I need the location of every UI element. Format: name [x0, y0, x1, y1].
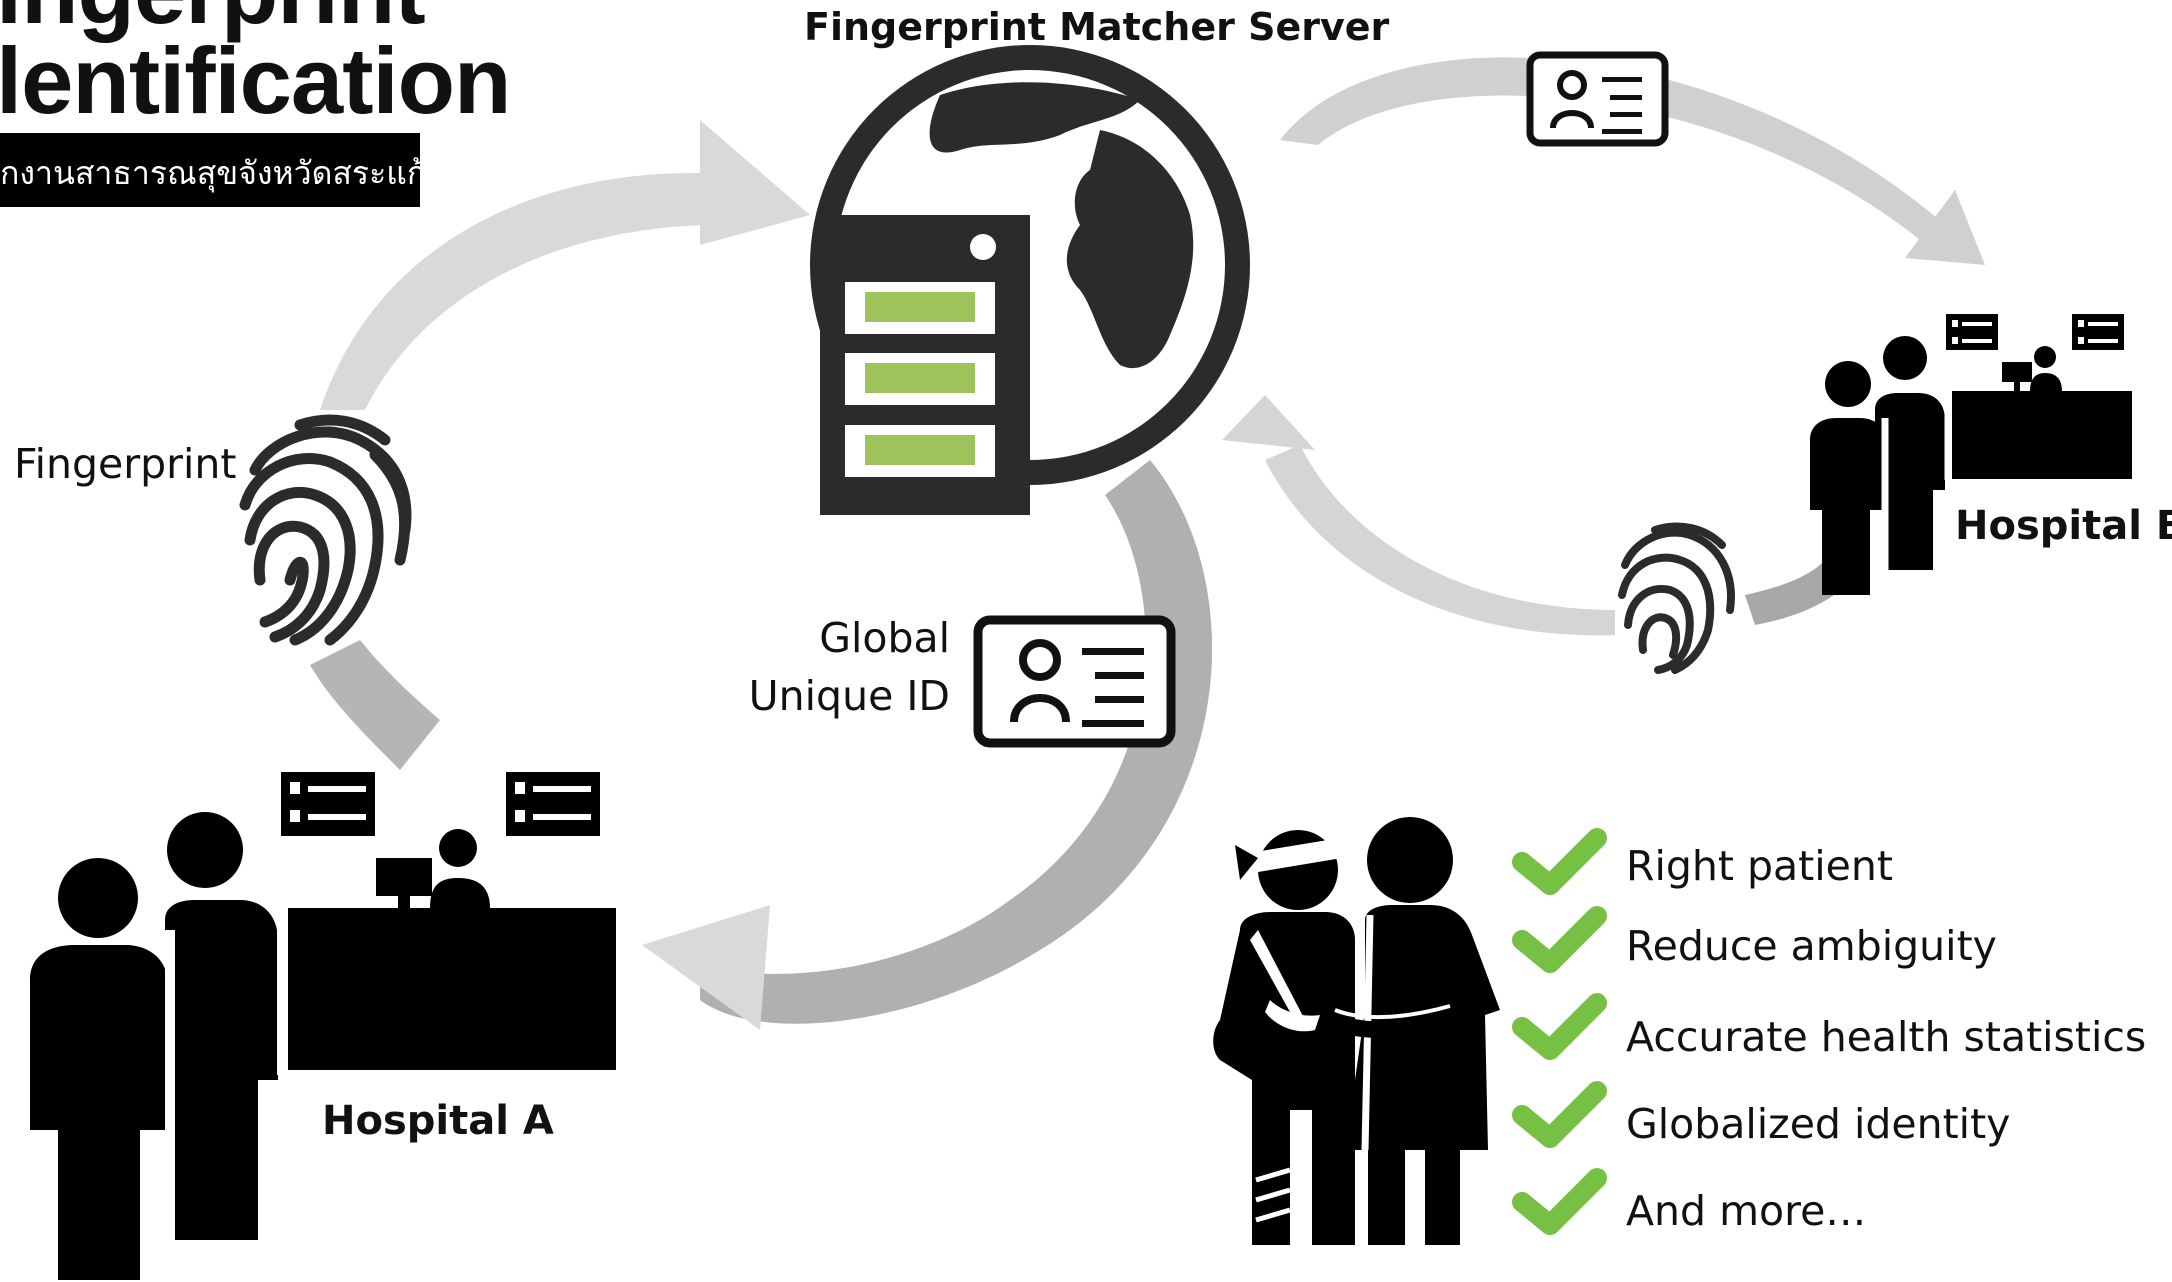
arrow-server-to-hospital-a [642, 460, 1213, 1030]
benefit-item: Right patient [1626, 842, 1893, 890]
arrow-fingerprint-to-server [320, 120, 810, 410]
check-icon [1512, 906, 1607, 973]
id-card-icon-global [973, 615, 1176, 748]
id-card-icon-top [1526, 51, 1669, 147]
hospital-b-icon [1810, 314, 2132, 595]
check-icon [1512, 993, 1607, 1060]
fingerprint-icon-left [239, 414, 412, 646]
page-title-line2: lentification [0, 28, 511, 133]
global-id-label-line1: Global [819, 614, 950, 662]
global-id-label-line2: Unique ID [748, 672, 950, 720]
benefit-item: Reduce ambiguity [1626, 922, 1997, 970]
benefit-item: Accurate health statistics [1626, 1013, 2147, 1061]
fingerprint-label: Fingerprint [14, 440, 237, 488]
server-tower-icon [820, 215, 1030, 515]
arrow-hospital-b-to-server [1222, 395, 1870, 636]
check-icon [1512, 1168, 1607, 1235]
patients-icon [1213, 817, 1500, 1245]
hospital-b-label: Hospital B [1955, 503, 2172, 549]
check-icon [1512, 828, 1607, 895]
benefit-item: Globalized identity [1626, 1100, 2011, 1148]
hospital-a-icon [30, 772, 616, 1280]
check-icons [1512, 828, 1607, 1235]
hospital-a-label: Hospital A [322, 1098, 554, 1144]
page-title-line1: ingerprint [0, 0, 426, 38]
benefit-item: And more… [1626, 1187, 1867, 1235]
check-icon [1512, 1081, 1607, 1148]
arrow-hospital-a-to-fingerprint [310, 640, 440, 770]
fingerprint-icon-right [1618, 522, 1735, 674]
organization-banner [0, 133, 420, 207]
organization-name: กงานสาธารณสุขจังหวัดสระแก้ว [0, 154, 445, 192]
server-label: Fingerprint Matcher Server [804, 5, 1390, 49]
